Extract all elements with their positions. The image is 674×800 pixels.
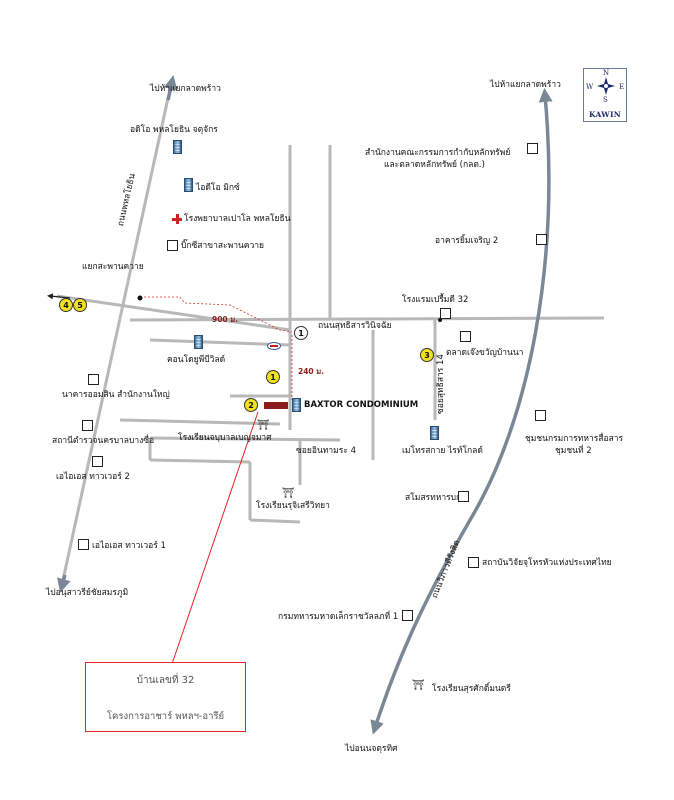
phahol-road-line: [56, 97, 605, 581]
label-community: ชุมชนกรมการทหารสื่อสาร: [525, 434, 624, 444]
building-icon-idio-phahol: [173, 140, 182, 154]
compass-s: S: [603, 96, 608, 104]
box-hotel-32: [440, 308, 451, 319]
gas-station-icon: [267, 342, 281, 350]
label-nso: สถาบันวิจัยจุโหรหัวแห่งประเทศไทย: [482, 558, 612, 568]
label-idio-mix: ไอดีโอ มิกซ์: [196, 183, 240, 193]
marker-3: 3: [420, 348, 434, 362]
box-sec: [527, 143, 538, 154]
vibhavadi-road-line: [370, 88, 553, 735]
label-ratchada-road: ถนนสุทธิสารวินิจฉัย: [318, 321, 392, 331]
label-dist-240: 240 ม.: [298, 367, 325, 376]
label-community-2: ชุมชนที่ 2: [555, 446, 592, 456]
label-sec-2: และตลาดหลักทรัพย์ (กลต.): [384, 160, 485, 170]
marker-1: 1: [266, 370, 280, 384]
label-market: ตลาดเจ๊งขวัญบ้านนา: [446, 348, 524, 358]
compass-rose: N W E S KAWIN: [583, 68, 627, 122]
box-market: [460, 331, 471, 342]
box-army-club: [458, 491, 469, 502]
label-ktb: นาคารออมสิน สำนักงานใหญ่: [62, 390, 170, 400]
compass-brand: KAWIN: [589, 110, 621, 119]
west-arrow: [47, 293, 71, 300]
label-to-bangkhen: ไปอนนจตุรทิศ: [345, 744, 398, 754]
label-hospital: โรงพยาบาลเปาโล พหลโยธิน: [184, 214, 291, 224]
box-police: [82, 420, 93, 431]
label-metro: เมโทรสกาย ไรท์โกลด์: [402, 446, 483, 456]
address-callout: บ้านเลขที่ 32 โครงการอาชาร์ พหลฯ-อารีย์: [85, 662, 246, 732]
baxter-site-marker: [264, 402, 288, 409]
box-dept: [402, 610, 413, 621]
hospital-icon: [172, 214, 182, 224]
marker-1-junction: 1: [294, 326, 308, 340]
junction-dot: [137, 295, 143, 301]
phahol-arrow-down: [57, 574, 71, 593]
callout-line2: โครงการอาชาร์ พหลฯ-อารีย์: [106, 711, 225, 722]
label-to-ladprao-right: ไปห้าแยกลาดพร้าว: [490, 80, 561, 90]
box-sj-tower1: [78, 539, 89, 550]
label-idio-phahol: อดิโอ พหลโยธิน จตุจักร: [130, 125, 218, 135]
label-to-ladprao-left: ไปห้าแยกลาดพร้าว: [150, 84, 221, 94]
box-ktb: [88, 374, 99, 385]
phahol-arrow-up: [163, 75, 178, 101]
box-charoen: [536, 234, 547, 245]
marker-5: 5: [73, 298, 87, 312]
box-big-c: [167, 240, 178, 251]
label-suankulab: โรงเรียนสุรศักดิ์มนตรี: [432, 684, 511, 694]
label-sj-tower1: เอไอเอส ทาวเวอร์ 1: [92, 541, 166, 551]
label-big-c: บิ๊กซีสาขาสะพานควาย: [181, 241, 265, 251]
building-icon-idio-mix: [184, 178, 193, 192]
compass-w: W: [586, 83, 594, 91]
route-900m: [140, 296, 293, 333]
building-icon-metro: [430, 426, 439, 440]
box-sj-tower2: [92, 456, 103, 467]
junction-dot-2: [438, 318, 442, 322]
school-icon-3: ⛩: [412, 680, 425, 691]
school-icon-1: ⛩: [257, 420, 270, 431]
label-soi-4: ซอยอินทามระ 4: [296, 446, 356, 456]
box-nso: [468, 557, 479, 568]
school-icon-2: ⛩: [282, 488, 295, 499]
compass-n: N: [603, 69, 610, 77]
label-condo: คอนโดยูพีบีวิลด์: [167, 355, 226, 365]
marker-4: 4: [59, 298, 73, 312]
label-hotel-32: โรงแรมเปรื้มดี 32: [402, 295, 469, 305]
label-saphan-khwai: แยกสะพานควาย: [82, 262, 144, 272]
building-icon-condo: [194, 335, 203, 349]
label-sec: สำนักงานคณะกรรมการกำกับหลักทรัพย์: [365, 148, 511, 158]
label-charoen: อาคารยิ้มเจริญ 2: [435, 236, 499, 246]
compass-icon: [597, 77, 615, 95]
label-baxter: BAXTOR CONDOMINIUM: [304, 400, 419, 410]
label-army-club: สโมสรทหารบก: [405, 493, 462, 503]
callout-pointer: [171, 411, 259, 665]
label-dept: กรมทหารมหาดเล็กราชวัลลภที่ 1: [278, 612, 399, 622]
label-police: สถานีตำรวจนครบาลบางซื่อ: [52, 436, 155, 446]
label-inthamara-school: โรงเรียนจบุบาลเบญจมาศ: [178, 433, 272, 443]
label-sutthisarn-school: โรงเรียนรุจิเสรีวิทยา: [256, 501, 330, 511]
label-to-victory: ไปอนุสาวรีย์ชัยสมรภูมิ: [46, 588, 129, 598]
label-dist-900: 900 ม.: [212, 315, 239, 324]
label-sj-tower2: เอไอเอส ทาวเวอร์ 2: [56, 472, 130, 482]
box-community: [535, 410, 546, 421]
compass-e: E: [619, 83, 625, 91]
baxter-building-icon: [292, 398, 301, 412]
marker-2: 2: [244, 398, 258, 412]
label-soi-14: ซอยสุทธิสาร 14: [436, 354, 446, 414]
callout-line1: บ้านเลขที่ 32: [136, 675, 195, 686]
